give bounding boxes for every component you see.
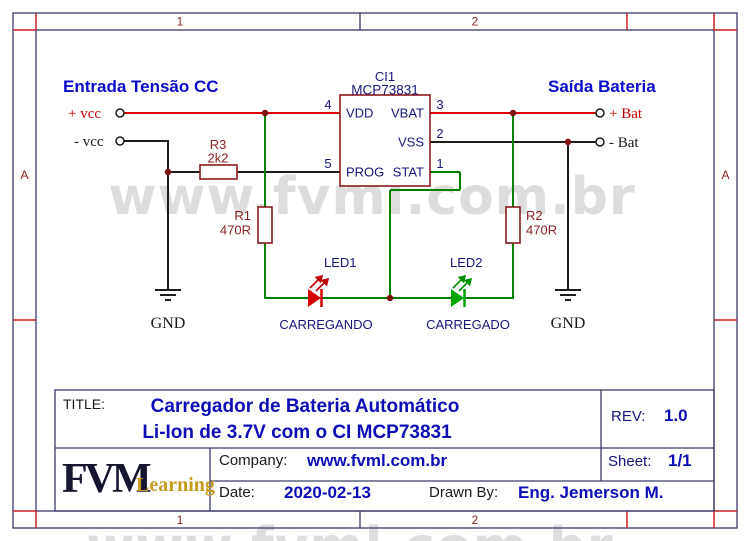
zone-label-right-a: A	[721, 168, 729, 182]
drawn-by-value: Eng. Jemerson M.	[518, 483, 663, 502]
company-label: Company:	[219, 452, 287, 469]
resistor-r2-reference: R2	[526, 208, 543, 223]
terminal-bat-plus	[595, 108, 605, 118]
terminal-vcc-plus	[115, 108, 125, 118]
junction-dot	[261, 109, 269, 117]
sheet-value: 1/1	[668, 451, 692, 470]
logo-fvm: FVM	[62, 456, 151, 502]
title-label: TITLE:	[63, 396, 105, 412]
date-label: Date:	[219, 484, 255, 501]
ic-body	[339, 94, 431, 187]
gnd-label-right: GND	[551, 315, 586, 332]
rev-value: 1.0	[664, 406, 688, 425]
junction-dot	[509, 109, 517, 117]
drawn-by-label: Drawn By:	[429, 484, 498, 501]
pin-number-3: 3	[436, 97, 443, 112]
sheet-label: Sheet:	[608, 453, 651, 470]
input-section-header: Entrada Tensão CC	[63, 77, 219, 96]
led1-emission-arrow	[309, 278, 320, 289]
resistor-r2-value: 470R	[526, 223, 557, 238]
ic-value: MCP73831	[351, 83, 419, 98]
gnd-label-left: GND	[151, 315, 186, 332]
led1-arrowhead	[320, 277, 330, 287]
zone-label-top-2: 2	[472, 15, 479, 29]
led2-symbol	[451, 274, 473, 307]
pin-name-stat: STAT	[393, 165, 424, 180]
led2-reference: LED2	[450, 255, 483, 270]
led2-caption: CARREGADO	[426, 317, 510, 332]
date-value: 2020-02-13	[284, 483, 371, 502]
title-line2: Li-Ion de 3.7V com o CI MCP73831	[142, 422, 452, 443]
bat-plus-label: + Bat	[609, 106, 643, 122]
junction-dot	[164, 168, 172, 176]
zone-labels: 1 2 1 2 A A	[20, 15, 729, 528]
led2-arrowhead	[463, 277, 473, 287]
led2-emission-arrow	[458, 281, 469, 292]
led1-caption: CARREGANDO	[279, 317, 372, 332]
pin-number-4: 4	[324, 97, 331, 112]
registration-marks	[13, 13, 737, 528]
component-bodies	[199, 94, 521, 244]
zone-label-bottom-1: 1	[177, 513, 184, 527]
title-block: TITLE: Carregador de Bateria Automático …	[54, 389, 715, 512]
led2-arrowhead	[457, 274, 467, 284]
led1-emission-arrow	[315, 281, 326, 292]
led2-triangle	[451, 289, 464, 307]
watermark-text-bottom: www.fvml.com.br	[86, 517, 613, 541]
output-section-header: Saída Bateria	[548, 77, 656, 96]
logo-learning: Learning	[136, 474, 215, 496]
bat-minus-label: - Bat	[609, 135, 639, 151]
title-block-border	[54, 389, 715, 512]
title-line1: Carregador de Bateria Automático	[151, 396, 460, 417]
led1-triangle	[308, 289, 321, 307]
pin-name-vbat: VBAT	[391, 106, 424, 121]
ground-symbols	[155, 289, 581, 301]
led1-symbol	[308, 274, 330, 307]
pin-number-1: 1	[436, 156, 443, 171]
terminal-vcc-minus	[115, 136, 125, 146]
signal-wires	[264, 113, 514, 299]
zone-label-top-1: 1	[177, 15, 184, 29]
pin-name-vdd: VDD	[346, 106, 373, 121]
led1-arrowhead	[314, 274, 324, 284]
rev-label: REV:	[611, 408, 645, 425]
junction-dots	[164, 109, 572, 302]
pin-number-2: 2	[436, 126, 443, 141]
pin-name-vss: VSS	[398, 135, 424, 150]
resistor-r2-body	[505, 206, 521, 244]
company-value: www.fvml.com.br	[306, 451, 448, 470]
outer-border	[12, 12, 738, 529]
pin-name-prog: PROG	[346, 165, 384, 180]
resistor-r3-reference: R3	[210, 137, 227, 152]
pin-number-5: 5	[324, 156, 331, 171]
vcc-minus-label: - vcc	[74, 134, 104, 150]
vcc-plus-label: + vcc	[68, 106, 101, 122]
resistor-r1-reference: R1	[234, 208, 251, 223]
led2-emission-arrow	[452, 278, 463, 289]
ic-reference: CI1	[375, 69, 395, 84]
resistor-r3-body	[199, 164, 238, 180]
zone-label-bottom-2: 2	[472, 513, 479, 527]
junction-dot	[386, 294, 394, 302]
resistor-r1-value: 470R	[220, 223, 251, 238]
terminal-bat-minus	[595, 137, 605, 147]
led1-reference: LED1	[324, 255, 357, 270]
resistor-r1-body	[257, 206, 273, 244]
zone-label-left-a: A	[20, 168, 28, 182]
resistor-r3-value: 2k2	[208, 151, 229, 166]
junction-dot	[564, 138, 572, 146]
terminals	[115, 108, 605, 147]
